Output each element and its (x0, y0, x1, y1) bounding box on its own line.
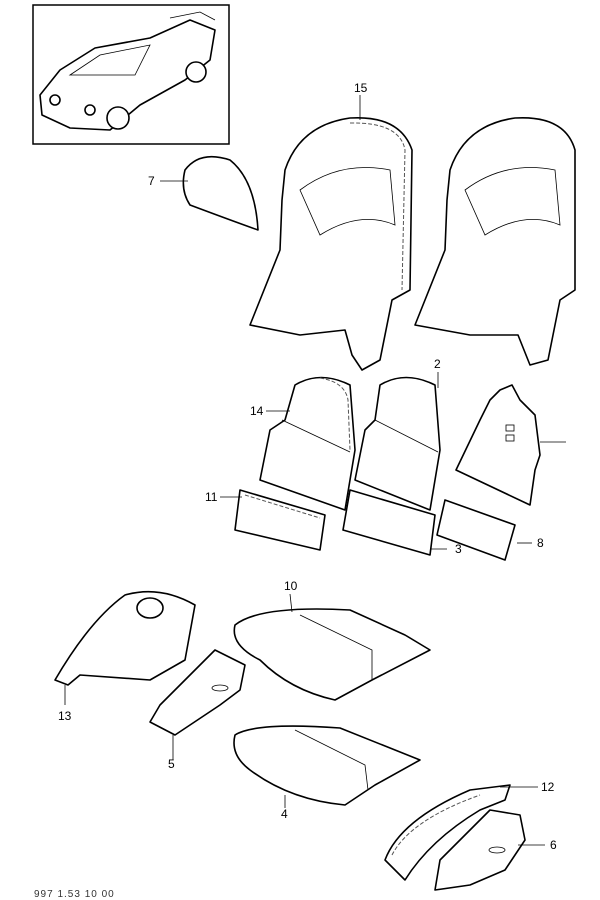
part-12-trim-strip[interactable] (384, 784, 511, 881)
part-7-headrest[interactable] (182, 155, 259, 231)
callout-4: 4 (281, 807, 288, 821)
part-11-pad[interactable] (234, 489, 326, 551)
part-15-backrest[interactable] (249, 116, 413, 371)
part-4-seat-cushion[interactable] (233, 725, 421, 806)
callout-10: 10 (284, 579, 298, 593)
part-3-pad[interactable] (342, 489, 436, 556)
callout-5: 5 (168, 757, 175, 771)
callout-6: 6 (550, 838, 557, 852)
callout-3: 3 (455, 542, 462, 556)
part-14-backrest-cushion[interactable] (259, 376, 356, 511)
part-1-back-shell[interactable] (455, 384, 541, 506)
callout-13: 13 (58, 709, 72, 723)
part-6-side-cover[interactable] (434, 809, 526, 891)
callout-12: 12 (541, 780, 555, 794)
part-5-side-bracket[interactable] (149, 649, 246, 736)
callout-7: 7 (148, 174, 155, 188)
part-2-backrest-cushion[interactable] (354, 376, 441, 511)
part-10-seat-cushion[interactable] (233, 608, 431, 701)
part-8-pad[interactable] (436, 499, 516, 561)
callout-8: 8 (537, 536, 544, 550)
callout-11: 11 (205, 490, 218, 504)
leader-lines (64, 95, 566, 846)
callout-2: 2 (434, 357, 441, 371)
part-13-side-trim[interactable] (54, 590, 196, 686)
diagram-code: 997 1.53 10 00 (34, 889, 115, 900)
callout-14: 14 (250, 404, 264, 418)
car-thumbnail (32, 4, 230, 145)
backrest-right[interactable] (414, 117, 576, 366)
callout-15: 15 (354, 81, 368, 95)
